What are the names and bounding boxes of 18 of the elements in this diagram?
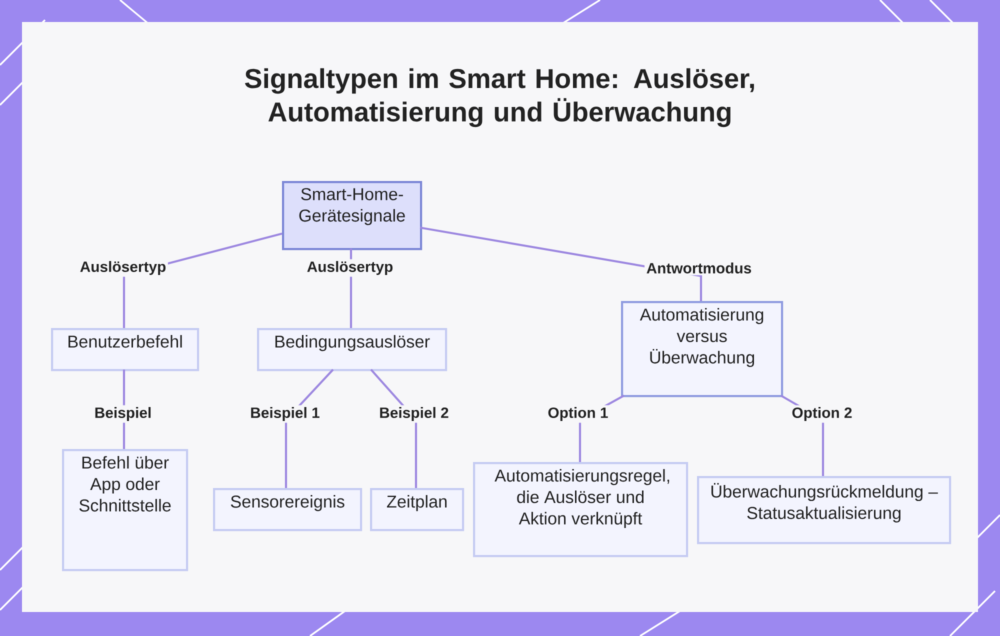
edge-label: Antwortmodus [644,260,754,276]
concept-box: Benutzerbefehl [51,328,200,372]
concept-box: Automatisierung versus Überwachung [621,301,784,398]
title: Signaltypen im Smart Home: Auslöser, Automatisierung und Überwachung [244,68,754,128]
edge-label: Option 1 [546,405,610,423]
edge-label: Auslösertyp [305,259,395,277]
concept-box: Überwachungsrückmeldung – Statusaktualisierung [697,476,952,544]
edge-label: Beispiel 1 [248,405,322,423]
concept-box: Smart-Home-Gerätesignale [282,181,422,250]
concept-box: Zeitplan [370,488,464,532]
edge-label: Beispiel 2 [377,405,451,423]
edge-label: Option 2 [790,405,854,423]
concept-box: Bedingungsauslöser [257,328,448,372]
concept-box: Befehl über App oder Schnittstelle [62,449,188,572]
edge-label: Auslösertyp [78,259,168,277]
concept-box: Automatisierungsregel, die Auslöser und Aktion verknüpft [473,462,688,558]
concept-box: Sensorereignis [213,488,362,532]
edge-label: Beispiel [92,405,154,423]
